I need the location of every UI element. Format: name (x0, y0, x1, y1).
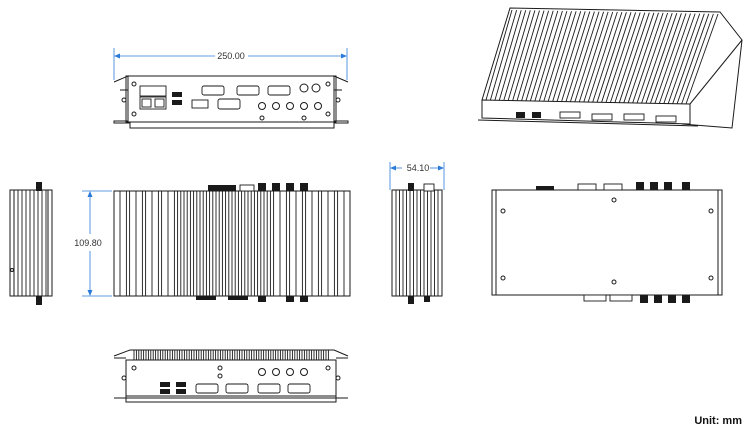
front-view: 250.00 (113, 48, 349, 129)
rear-view (113, 349, 349, 403)
width-dimension-label: 250.00 (217, 51, 245, 61)
hdmi-port (191, 99, 209, 109)
usb-port (172, 92, 182, 97)
height-dimension-label: 109.80 (74, 238, 102, 248)
terminal-block-port (139, 85, 167, 97)
depth-dimension-label: 54.10 (407, 163, 430, 173)
depth-dimension: 54.10 (389, 162, 445, 190)
left-side-view (9, 182, 53, 305)
bottom-plate-view (491, 182, 723, 303)
vga-port (217, 98, 241, 110)
antenna-port (299, 83, 309, 93)
height-dimension: 109.80 (74, 190, 112, 297)
unit-label: Unit: mm (694, 415, 742, 427)
top-fin-view: 109.80 (74, 183, 351, 302)
right-side-view: 54.10 (389, 162, 445, 304)
serial-port (201, 85, 225, 96)
width-dimension: 250.00 (113, 48, 348, 80)
audio-ports (258, 102, 322, 121)
isometric-view (477, 7, 743, 129)
